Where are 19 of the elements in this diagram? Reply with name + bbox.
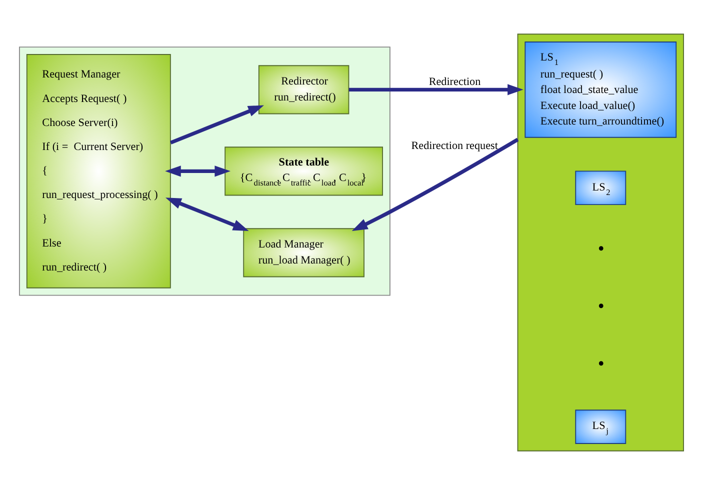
arrow (348, 84, 524, 96)
label: • (598, 238, 604, 260)
label: • (598, 353, 604, 374)
node-box: LS$_{2}$ (575, 170, 626, 205)
arrow (165, 166, 230, 177)
arrow (352, 138, 519, 232)
edge-label: Redirection request (411, 140, 498, 152)
arrow (165, 198, 249, 231)
cluster (517, 34, 684, 452)
label: • (598, 296, 604, 317)
node-box: State table {C$_{distance}$, C$_{traffic}$, C$_{load}$, C$_{local}$} (224, 146, 383, 196)
node-box: Request Manager Accepts Request( ) Choose Server(i) If (i = Current Server) { run_request_processing( ) } Else run_redirect( ) (26, 54, 171, 288)
node-box: Load Manager run_load Manager( ) (243, 228, 364, 278)
node-box: Redirector run_redirect() (258, 65, 350, 114)
arrow (170, 105, 264, 144)
edge-label: Redirection (428, 76, 481, 88)
node-box: LS$_{1}$ run_request( ) float load_state_value Execute load_value() Execute turn_arroundtime() (524, 42, 677, 138)
cluster (19, 46, 390, 296)
node-box: LS$_{j}$ (575, 410, 626, 444)
